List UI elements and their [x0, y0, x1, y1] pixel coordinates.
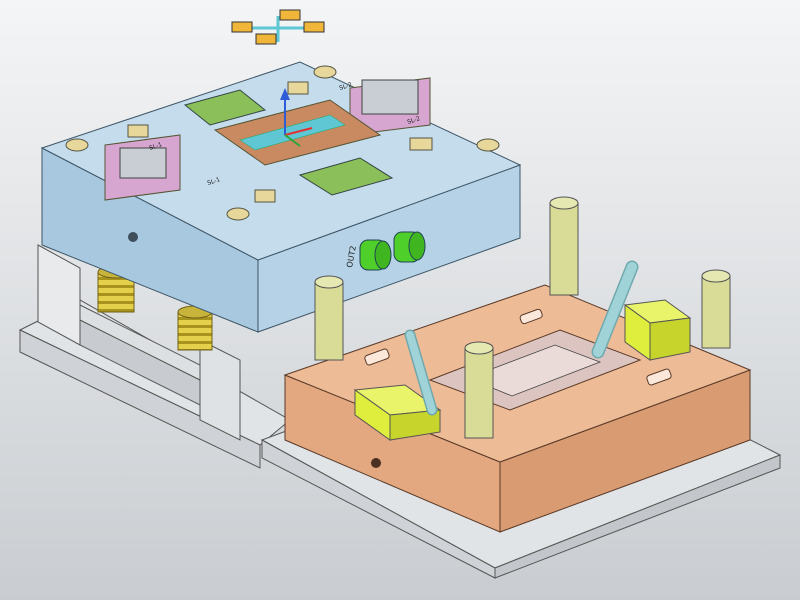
cooling-fitting-left: [359, 239, 392, 271]
core-lifting-hole: [371, 458, 381, 468]
core-slot-1: [364, 348, 390, 366]
molded-part-3: [255, 33, 277, 45]
ejector-plate-top: [79, 304, 201, 381]
angle-pin-right: [591, 260, 639, 359]
guide-pillar-right: [701, 269, 731, 349]
cavity-base-plate-front: [19, 329, 261, 469]
guide-bushing-2: [226, 207, 250, 221]
guide-bushing-3: [313, 65, 337, 79]
guide-pillar-front: [464, 341, 494, 439]
lifting-hole: [128, 232, 138, 242]
molded-part-2: [279, 9, 301, 21]
return-spring-right: [177, 305, 213, 351]
wedge-block-right: [623, 299, 692, 361]
cooling-fitting-right: [393, 231, 426, 263]
insert-pad-front: [298, 157, 394, 196]
core-slot-3: [519, 308, 543, 325]
wedge-block-left: [353, 384, 442, 441]
insert-pad-back: [183, 89, 267, 126]
core-slot-2: [646, 368, 672, 386]
core-base-plate-side: [494, 454, 781, 579]
slider-lock-block-back: [361, 79, 419, 115]
cavity-half: SL-1 SL-1 SL-2 SL-2 OUT2: [18, 61, 522, 469]
slider-label-front-left: SL-1: [148, 141, 163, 152]
slider-label-front-right: SL-1: [206, 176, 221, 187]
coordinate-axes: [280, 88, 313, 147]
slider-lock-block: [119, 147, 167, 179]
guide-bushing-4: [476, 138, 500, 152]
locating-pad-1: [127, 124, 149, 138]
angle-pin-left: [404, 329, 438, 416]
outlet-label: OUT2: [345, 245, 358, 268]
guide-pillar-left: [314, 275, 344, 361]
core-half: [260, 196, 782, 579]
molded-part-4: [303, 21, 325, 33]
locating-pad-2: [409, 137, 433, 151]
locating-pad-3: [254, 189, 276, 203]
guide-pillar-back: [549, 196, 579, 296]
locating-pad-4: [287, 81, 309, 95]
slider-label-back-right: SL-2: [406, 115, 421, 126]
molded-part-1: [231, 21, 253, 33]
slider-label-back-left: SL-2: [338, 81, 353, 92]
core-insert: [466, 344, 602, 397]
molded-part-runner: [231, 9, 325, 45]
guide-bushing-1: [65, 138, 89, 152]
